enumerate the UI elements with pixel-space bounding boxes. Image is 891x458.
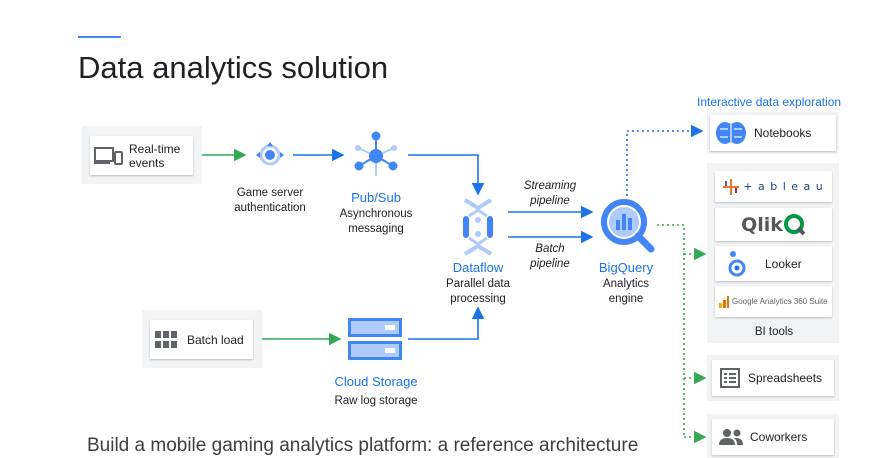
bigquery-caption: Analytics engine — [602, 278, 650, 305]
spreadsheets-label: Spreadsheets — [748, 371, 823, 385]
batch-load-card: Batch load — [150, 320, 253, 359]
bigquery-title: BigQuery — [598, 260, 654, 275]
key-icon — [256, 142, 284, 166]
brain-icon — [716, 122, 746, 144]
coworkers-label: Coworkers — [750, 430, 808, 444]
tableau-label: + a b l e a u — [743, 180, 824, 193]
batch-load-label: Batch load — [187, 332, 244, 347]
dataflow-icon — [463, 198, 493, 256]
google-analytics-logo — [719, 295, 729, 308]
cloud-storage-caption: Raw log storage — [334, 395, 418, 407]
coworkers-card: Coworkers — [712, 419, 834, 455]
exploration-title: Interactive data exploration — [697, 95, 842, 109]
bi-tools-caption: BI tools — [754, 326, 794, 338]
realtime-events-label: Real-time events — [129, 141, 181, 170]
dataflow-title: Dataflow — [452, 260, 504, 275]
pubsub-icon — [354, 131, 398, 176]
pubsub-caption: Asynchronous messaging — [339, 208, 413, 235]
looker-card: Looker — [715, 246, 832, 281]
qlik-card: Qlik — [715, 208, 832, 241]
people-icon — [719, 429, 743, 445]
slide-title: Data analytics solution — [78, 50, 389, 85]
cloud-storage-icon — [348, 318, 402, 360]
grid-icon — [155, 330, 177, 348]
slide-footer: Build a mobile gaming analytics platform… — [87, 435, 639, 456]
qlik-label: Qlik — [741, 213, 783, 236]
arrow-bigquery-to-notebooks — [626, 124, 704, 196]
realtime-events-card: Real-time events — [90, 136, 193, 175]
list-icon — [720, 368, 740, 388]
devices-icon — [94, 146, 123, 165]
looker-logo — [728, 250, 746, 276]
arrow-bigquery-to-outputs — [657, 224, 685, 437]
streaming-pipeline-label: Streaming pipeline — [523, 180, 577, 207]
notebooks-label: Notebooks — [754, 126, 812, 140]
tableau-logo — [723, 178, 740, 195]
pubsub-title: Pub/Sub — [351, 190, 401, 205]
google-analytics-card: Google Analytics 360 Suite — [715, 286, 832, 317]
arrow-pubsub-to-dataflow — [408, 154, 485, 196]
tableau-card: + a b l e a u — [715, 171, 832, 202]
title-accent-line — [78, 36, 121, 38]
qlik-logo — [783, 213, 806, 235]
dataflow-caption: Parallel data processing — [446, 278, 510, 305]
game-server-caption: Game server authentication — [234, 187, 306, 214]
bigquery-icon — [601, 199, 655, 253]
notebooks-card: Notebooks — [710, 115, 836, 151]
google-analytics-label: Google Analytics 360 Suite — [732, 297, 828, 306]
batch-pipeline-label: Batch pipeline — [530, 243, 570, 270]
looker-label: Looker — [765, 256, 802, 271]
arrow-storage-to-dataflow — [408, 306, 485, 340]
cloud-storage-title: Cloud Storage — [334, 374, 418, 389]
spreadsheets-card: Spreadsheets — [712, 360, 834, 396]
